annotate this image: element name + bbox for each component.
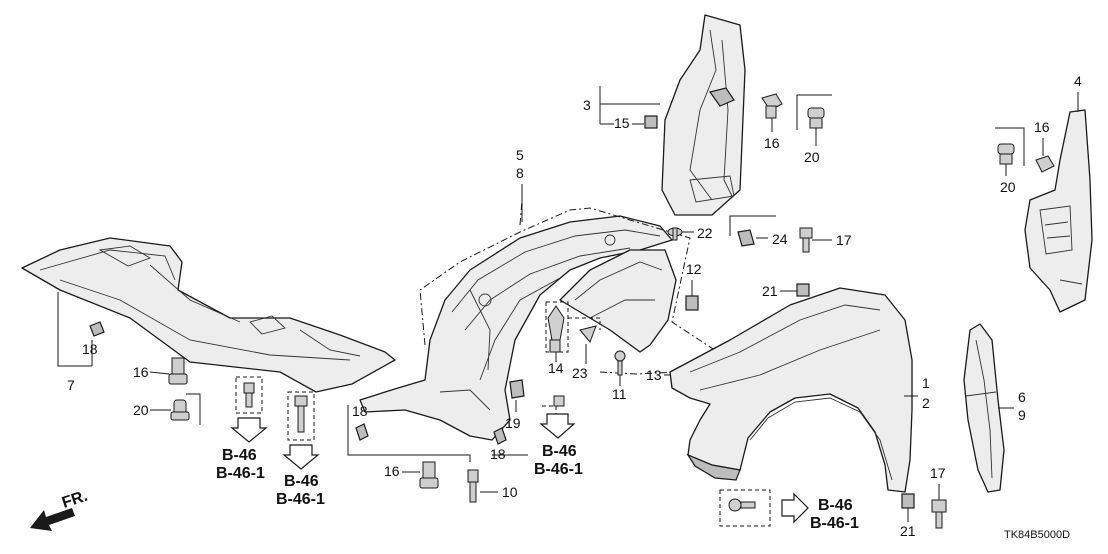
- dashed-box-14: [545, 301, 569, 353]
- callout-18-left: 18: [82, 341, 98, 357]
- callout-16-upper: 16: [764, 135, 780, 151]
- clip-20-left-icon: [170, 399, 190, 421]
- engine-under-cover[interactable]: [21, 237, 396, 393]
- clip-16-bottom-icon: [419, 461, 439, 489]
- clip-20-right-icon: [997, 143, 1015, 165]
- callout-20-upper: 20: [804, 149, 820, 165]
- clip-16-right-icon: [1035, 155, 1055, 173]
- clip-18-left-icon: [89, 321, 105, 337]
- callout-7-bracket: [57, 292, 93, 367]
- clip-19-icon: [509, 379, 525, 399]
- clip-18-mid-icon: [355, 423, 369, 441]
- clip-12-icon: [685, 295, 699, 311]
- callout-20-right: 20: [1000, 179, 1016, 195]
- front-direction-arrow-icon: [30, 508, 75, 531]
- clip-16-upper-icon: [761, 93, 783, 119]
- callout-17-upper: 17: [836, 232, 852, 248]
- down-arrow-b-icon: [282, 444, 320, 470]
- callout-8: 8: [516, 165, 524, 181]
- bracket-18-19: [347, 405, 528, 462]
- callout-6: 6: [1018, 389, 1026, 405]
- callout-15: 15: [614, 115, 630, 131]
- clip-18-low-icon: [493, 427, 507, 445]
- bolt-17-upper-icon: [799, 227, 813, 253]
- bracket-20-upper: [796, 94, 832, 130]
- callout-10: 10: [502, 484, 518, 500]
- callout-3: 3: [583, 97, 591, 113]
- front-fender-liner[interactable]: [359, 215, 677, 441]
- bolt-fender-icon: [728, 498, 756, 512]
- clip-23-icon: [579, 325, 597, 343]
- nut-21-lower-icon: [901, 493, 915, 509]
- callout-21-lower: 21: [900, 523, 916, 539]
- callout-13: 13: [646, 367, 662, 383]
- clip-20-upper-icon: [807, 107, 825, 129]
- callout-16-right: 16: [1034, 119, 1050, 135]
- diagram-code: TK84B5000D: [1004, 529, 1070, 541]
- callout-21-upper: 21: [762, 283, 778, 299]
- clip-15-icon: [644, 115, 658, 129]
- clip-24-icon: [737, 229, 755, 247]
- bolt-b-icon: [294, 395, 308, 433]
- callout-22: 22: [697, 225, 713, 241]
- front-fender[interactable]: [669, 287, 913, 493]
- callout-16-left: 16: [133, 364, 149, 380]
- ref-b461-mid: B-46-1: [534, 461, 583, 478]
- ref-b461-a: B-46-1: [216, 465, 265, 482]
- callout-14: 14: [548, 360, 564, 376]
- right-arrow-icon: [781, 492, 809, 524]
- callout-23: 23: [572, 365, 588, 381]
- bolt-mid-icon: [553, 395, 565, 407]
- ref-b46-a: B-46: [222, 447, 257, 464]
- dashed-box-a: [235, 376, 263, 414]
- callout-24: 24: [772, 231, 788, 247]
- screw-11-icon: [614, 350, 626, 376]
- callout-9: 9: [1018, 407, 1026, 423]
- callout-18-low: 18: [490, 446, 506, 462]
- dashed-box-fender: [719, 489, 771, 527]
- callout-7: 7: [67, 377, 75, 393]
- side-splash-shield[interactable]: [1024, 109, 1093, 313]
- callout-18-mid: 18: [352, 403, 368, 419]
- ref-b461-b: B-46-1: [276, 491, 325, 508]
- callout-2: 2: [922, 395, 930, 411]
- ref-b46-right: B-46: [818, 497, 853, 514]
- bracket-3: [599, 86, 660, 125]
- callout-19: 19: [505, 415, 521, 431]
- dashed-lead-23: [568, 317, 601, 330]
- down-arrow-mid-icon: [539, 413, 576, 439]
- ref-b46-b: B-46: [284, 473, 319, 490]
- down-arrow-a-icon: [230, 417, 268, 443]
- fender-splash-shield[interactable]: [661, 14, 746, 216]
- clip-16-left-icon: [168, 357, 188, 385]
- bolt-a-icon: [243, 382, 255, 408]
- callout-16-bottom: 16: [384, 463, 400, 479]
- ref-b461-right: B-46-1: [810, 515, 859, 532]
- callout-17-lower: 17: [930, 465, 946, 481]
- callout-4: 4: [1074, 73, 1082, 89]
- dashed-box-b: [287, 391, 315, 441]
- nut-21-upper-icon: [796, 283, 810, 297]
- bolt-10-icon: [467, 469, 479, 503]
- callout-20-left: 20: [133, 402, 149, 418]
- front-label: FR.: [60, 488, 90, 512]
- callout-12: 12: [686, 261, 702, 277]
- bracket-20-right: [995, 127, 1025, 166]
- clip-14-icon: [547, 305, 565, 353]
- fender-bracket[interactable]: [963, 323, 1005, 493]
- bolt-17-lower-icon: [931, 499, 947, 529]
- ref-b46-mid: B-46: [542, 443, 577, 460]
- callout-5: 5: [516, 147, 524, 163]
- callout-1: 1: [922, 375, 930, 391]
- callout-11: 11: [612, 386, 627, 402]
